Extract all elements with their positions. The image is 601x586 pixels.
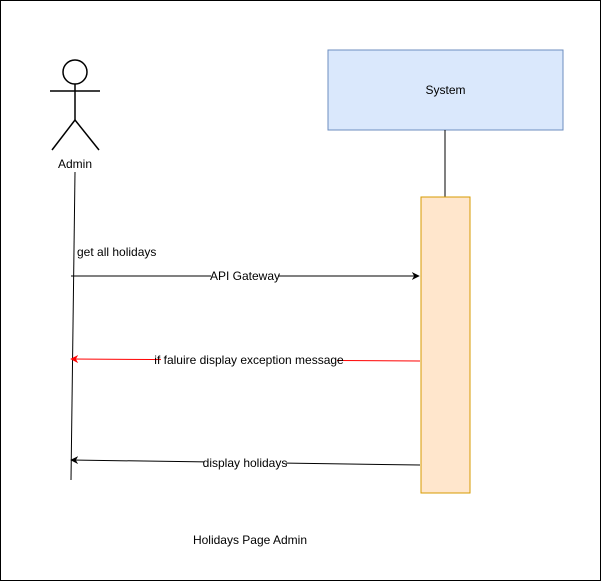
- message-label: if faluire display exception message: [154, 353, 344, 367]
- actor-left-leg: [51, 119, 76, 151]
- message-label-background: [161, 353, 337, 367]
- actor-label: Admin: [58, 157, 92, 171]
- diagram-caption: Holidays Page Admin: [193, 533, 307, 547]
- admin-actor[interactable]: Admin: [50, 59, 100, 171]
- message-api-gateway[interactable]: get all holidays API Gateway: [71, 245, 420, 283]
- message-failure-exception[interactable]: if faluire display exception message: [70, 353, 421, 367]
- system-box: [327, 49, 564, 131]
- actor-right-leg: [74, 119, 100, 151]
- message-note: get all holidays: [77, 245, 156, 259]
- message-display-holidays[interactable]: display holidays: [70, 456, 421, 470]
- system-label: System: [425, 83, 465, 97]
- message-label-background: [204, 456, 286, 470]
- actor-lifeline: [70, 171, 76, 481]
- system-participant[interactable]: System: [327, 49, 564, 131]
- system-activation-bar: [420, 196, 471, 494]
- message-label: display holidays: [203, 456, 288, 470]
- message-label: API Gateway: [210, 269, 280, 283]
- message-label-background: [211, 269, 278, 283]
- actor-head: [62, 59, 88, 85]
